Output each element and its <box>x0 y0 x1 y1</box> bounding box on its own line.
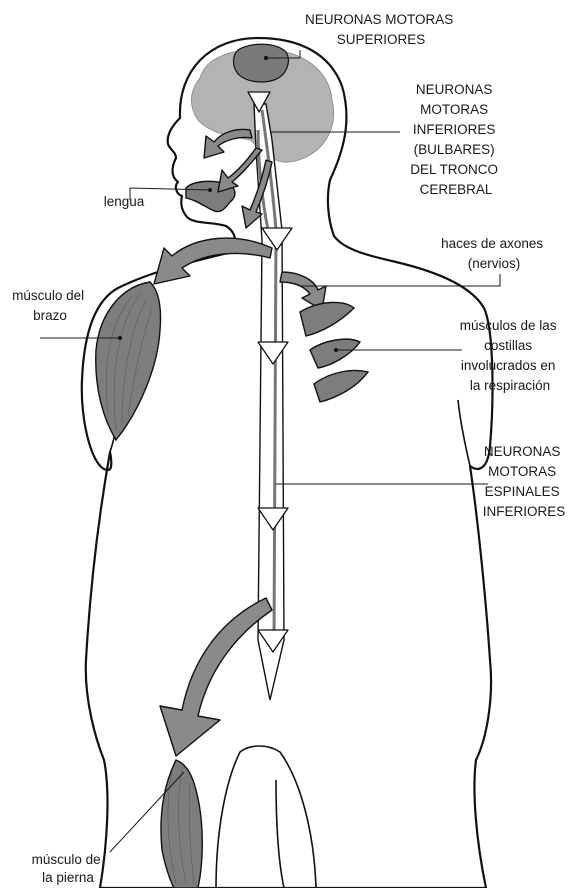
label-nerve-bundles-line-2: (nervios) <box>468 256 521 271</box>
label-upper-motor-neurons-line-2: SUPERIORES <box>337 32 426 47</box>
label-arm-muscle-line-1: músculo del <box>12 288 84 303</box>
label-spinal-line-1: NEURONAS <box>484 444 561 459</box>
motor-cortex <box>234 44 289 82</box>
label-leg-muscle-line-2: la pierna <box>42 870 94 885</box>
label-rib-muscles-line-2: costillas <box>484 338 532 353</box>
label-leg-muscle-line-1: músculo de <box>32 852 101 867</box>
label-bulbar-line-1: NEURONAS <box>416 82 493 97</box>
label-rib-muscles-line-4: la respiración <box>470 378 550 393</box>
label-spinal-line-2: MOTORAS <box>488 464 556 479</box>
label-tongue: lengua <box>104 194 145 209</box>
label-spinal-neurons: NEURONAS MOTORAS ESPINALES INFERIORES <box>483 444 566 519</box>
label-bulbar-line-6: CEREBRAL <box>420 182 493 197</box>
label-bulbar-neurons: NEURONAS MOTORAS INFERIORES (BULBARES) D… <box>410 82 502 197</box>
label-leg-muscle: músculo de la pierna <box>32 852 105 885</box>
label-tongue-line: lengua <box>104 194 145 209</box>
label-bulbar-line-4: (BULBARES) <box>414 142 495 157</box>
label-rib-muscles-line-3: involucrados en <box>461 358 556 373</box>
label-nerve-bundles: haces de axones (nervios) <box>441 236 547 271</box>
label-spinal-line-4: INFERIORES <box>483 504 566 519</box>
label-rib-muscles-line-1: músculos de las <box>460 318 557 333</box>
label-nerve-bundles-line-1: haces de axones <box>441 236 543 251</box>
label-arm-muscle-line-2: brazo <box>33 308 67 323</box>
label-bulbar-line-2: MOTORAS <box>420 102 488 117</box>
label-spinal-line-3: ESPINALES <box>485 484 560 499</box>
label-upper-motor-neurons: NEURONAS MOTORAS SUPERIORES <box>305 12 457 47</box>
label-bulbar-line-5: DEL TRONCO <box>410 162 498 177</box>
label-upper-motor-neurons-line-1: NEURONAS MOTORAS <box>305 12 453 27</box>
label-bulbar-line-3: INFERIORES <box>413 122 496 137</box>
label-arm-muscle: músculo del brazo <box>12 288 88 323</box>
